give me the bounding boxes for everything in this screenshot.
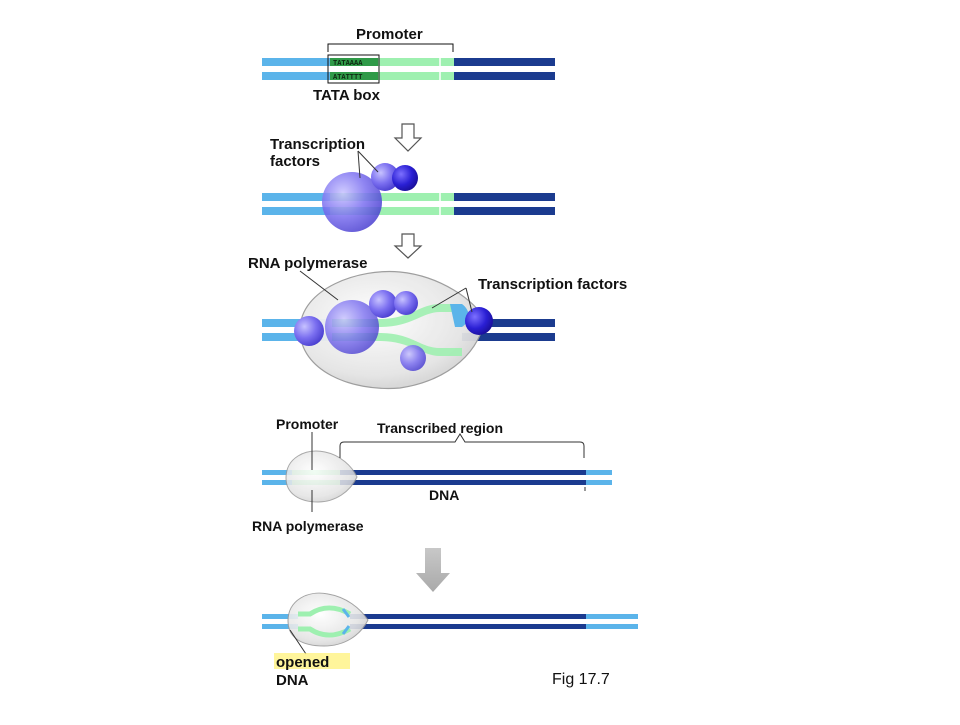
promoter-bracket [327, 43, 454, 52]
down-arrow-icon [393, 233, 423, 259]
tata-box-outline [327, 54, 380, 84]
tf-label: Transcription factors [478, 276, 627, 293]
tata-box-label: TATA box [313, 87, 381, 104]
callout-line [431, 287, 467, 309]
rna-polymerase-label: RNA polymerase [248, 255, 368, 272]
down-arrow-icon [393, 123, 423, 152]
transcription-factor [369, 290, 397, 318]
tata-top-sequence: TATAAAA [333, 60, 363, 68]
tf-label-line2: factors [270, 153, 320, 170]
dna-double-helix [262, 614, 638, 629]
callout-line [299, 270, 339, 301]
tf-label-line1: Transcription [270, 136, 365, 153]
highlight [274, 653, 350, 669]
figure-caption: Fig 17.7 [552, 671, 610, 688]
transcribed-region-label: Transcribed region [377, 420, 503, 436]
opened-label: opened [276, 654, 329, 671]
transcription-factor-large [322, 172, 382, 232]
step2-tf-binding: Transcription factors [262, 136, 555, 232]
promoter-label: Promoter [276, 416, 339, 432]
transcription-factor [294, 316, 324, 346]
callout-line [465, 287, 473, 313]
dna-label: DNA [276, 672, 309, 689]
transcription-factor [394, 291, 418, 315]
transcription-factor-large [325, 300, 379, 354]
transcription-factor [400, 345, 426, 371]
down-arrow-icon [416, 548, 450, 592]
callout-line [357, 150, 361, 179]
dna-double-helix [262, 56, 555, 82]
step5-open-complex: opened DNA [262, 592, 638, 689]
step1-promoter-dna: TATAAAA ATATTTT Promoter TATA box [262, 26, 555, 104]
callout-line [357, 150, 379, 173]
rna-polymerase-label: RNA polymerase [252, 518, 364, 534]
tata-bottom-sequence: ATATTTT [333, 74, 362, 82]
transcription-factor-small [371, 163, 399, 191]
rna-polymerase [285, 450, 358, 503]
dna-label: DNA [429, 487, 459, 503]
promoter-label: Promoter [356, 26, 423, 43]
transcribed-region-bracket [339, 433, 585, 458]
dna-double-helix [262, 191, 555, 217]
rna-polymerase [287, 592, 369, 647]
callout-line [289, 629, 307, 655]
transcription-factor-dark [465, 307, 493, 335]
step3-polymerase-binding: RNA polymerase Transcription factors [248, 255, 627, 390]
transcription-factor-dark [392, 165, 418, 191]
step4-overview: Promoter Transcribed region DNA RNA poly… [252, 416, 612, 534]
